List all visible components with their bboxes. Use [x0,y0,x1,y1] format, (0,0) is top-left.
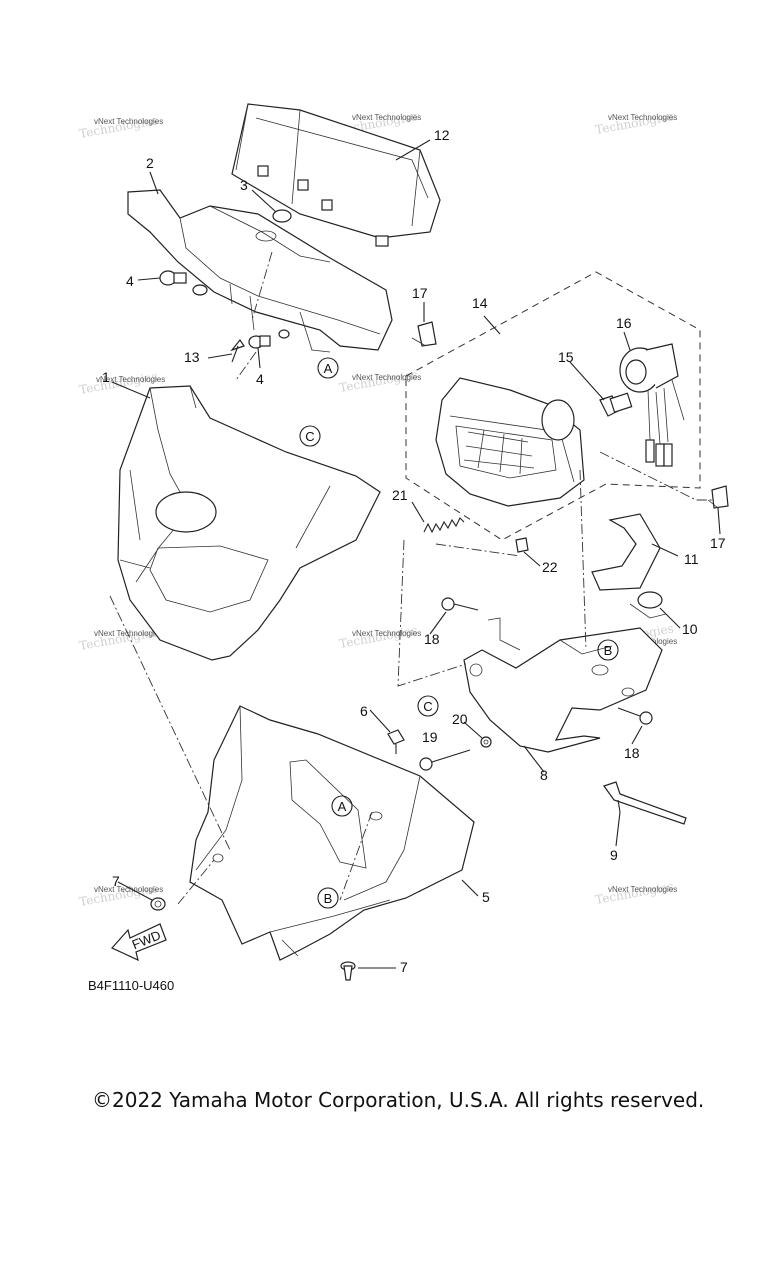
watermark-5: Technologies vNext Technologies [338,367,421,395]
svg-text:vNext Technologies: vNext Technologies [352,113,421,122]
svg-text:C: C [305,429,314,444]
callout-1: 1 [102,369,110,385]
callout-4-lower: 4 [256,371,264,387]
bolt-18-left [441,597,479,611]
callout-7-left: 7 [112,873,120,889]
bolt-18-right [617,707,653,725]
callout-9: 9 [610,847,618,863]
svg-text:vNext Technologies: vNext Technologies [608,885,677,894]
meter-assembly [231,103,441,247]
callout-2: 2 [146,155,154,171]
meter-housing [127,189,393,353]
cable-tie-9 [603,781,687,825]
callout-3: 3 [240,177,248,193]
ref-circle-a-2: A [331,795,353,817]
callout-19: 19 [422,729,438,745]
grommet-10 [629,591,667,619]
svg-text:vNext Technologies: vNext Technologies [608,113,677,122]
svg-text:vNext Technologies: vNext Technologies [94,629,163,638]
svg-text:vNext Technologies: vNext Technologies [94,117,163,126]
headlight-assembly [405,271,701,541]
watermark-6: Technologies vNext Technologies [78,625,163,653]
callout-15: 15 [558,349,574,365]
callout-8: 8 [540,767,548,783]
front-cowl [117,385,381,661]
bolt-19 [419,749,471,771]
clip-17-right [707,485,729,509]
callout-10: 10 [682,621,698,637]
ref-circle-b-1: B [597,639,619,661]
callout-17-left: 17 [412,285,428,301]
watermark-3: Technologies vNext Technologies [594,109,677,137]
svg-text:A: A [338,799,347,814]
svg-text:B: B [324,891,333,906]
callout-20: 20 [452,711,468,727]
socket-16 [619,343,685,467]
callout-labels: 12 2 3 4 17 14 16 13 15 4 1 21 17 11 22 … [102,127,726,975]
washer-20 [480,736,492,748]
alignment-lines [109,251,712,905]
callout-18-left: 18 [424,631,440,647]
svg-text:vNext Technologies: vNext Technologies [352,629,421,638]
leader-lines [111,139,721,969]
callout-4-upper: 4 [126,273,134,289]
screw-7-bottom [340,961,356,981]
lower-cowl-5 [189,705,475,961]
figure-code: B4F1110-U460 [88,978,174,993]
bolt-4-lower [248,329,290,349]
bolt-6 [387,729,405,754]
bulb-15 [599,392,633,417]
nut-22 [515,537,529,553]
holder-11 [591,513,661,591]
svg-text:vNext Technologies: vNext Technologies [96,375,165,384]
watermark-1: Technologies vNext Technologies [78,113,163,141]
watermark-11: Technologies vNext Technologies [594,879,677,907]
svg-text:A: A [324,361,333,376]
callout-13: 13 [184,349,200,365]
grommet-3 [272,209,292,223]
callout-5: 5 [482,889,490,905]
svg-text:C: C [423,699,432,714]
callout-22: 22 [542,559,558,575]
copyright-notice: ©2022 Yamaha Motor Corporation, U.S.A. A… [92,1088,705,1112]
svg-text:vNext Technologies: vNext Technologies [352,373,421,382]
callout-12: 12 [434,127,450,143]
spring-21 [423,517,465,534]
callout-6: 6 [360,703,368,719]
callout-11: 11 [684,551,699,567]
svg-text:B: B [604,643,613,658]
callout-18-right: 18 [624,745,640,761]
callout-21: 21 [392,487,408,503]
ref-circle-a-1: A [317,357,339,379]
ref-circle-b-2: B [317,887,339,909]
watermark-7: Technologies vNext Technologies [338,623,421,651]
callout-14: 14 [472,295,488,311]
screw-7-left [150,897,166,911]
bolt-4-upper [159,270,208,296]
svg-text:FWD: FWD [130,927,163,952]
screw-13 [230,338,245,363]
ref-circle-c-2: C [417,695,439,717]
svg-text:vNext Technologies: vNext Technologies [94,885,163,894]
callout-7-bottom: 7 [400,959,408,975]
callout-17-right: 17 [710,535,726,551]
fwd-direction-arrow: FWD [111,923,167,962]
ref-circle-c-1: C [299,425,321,447]
clip-17-left [411,321,437,347]
callout-16: 16 [616,315,632,331]
headlight-stay-8 [463,617,663,753]
